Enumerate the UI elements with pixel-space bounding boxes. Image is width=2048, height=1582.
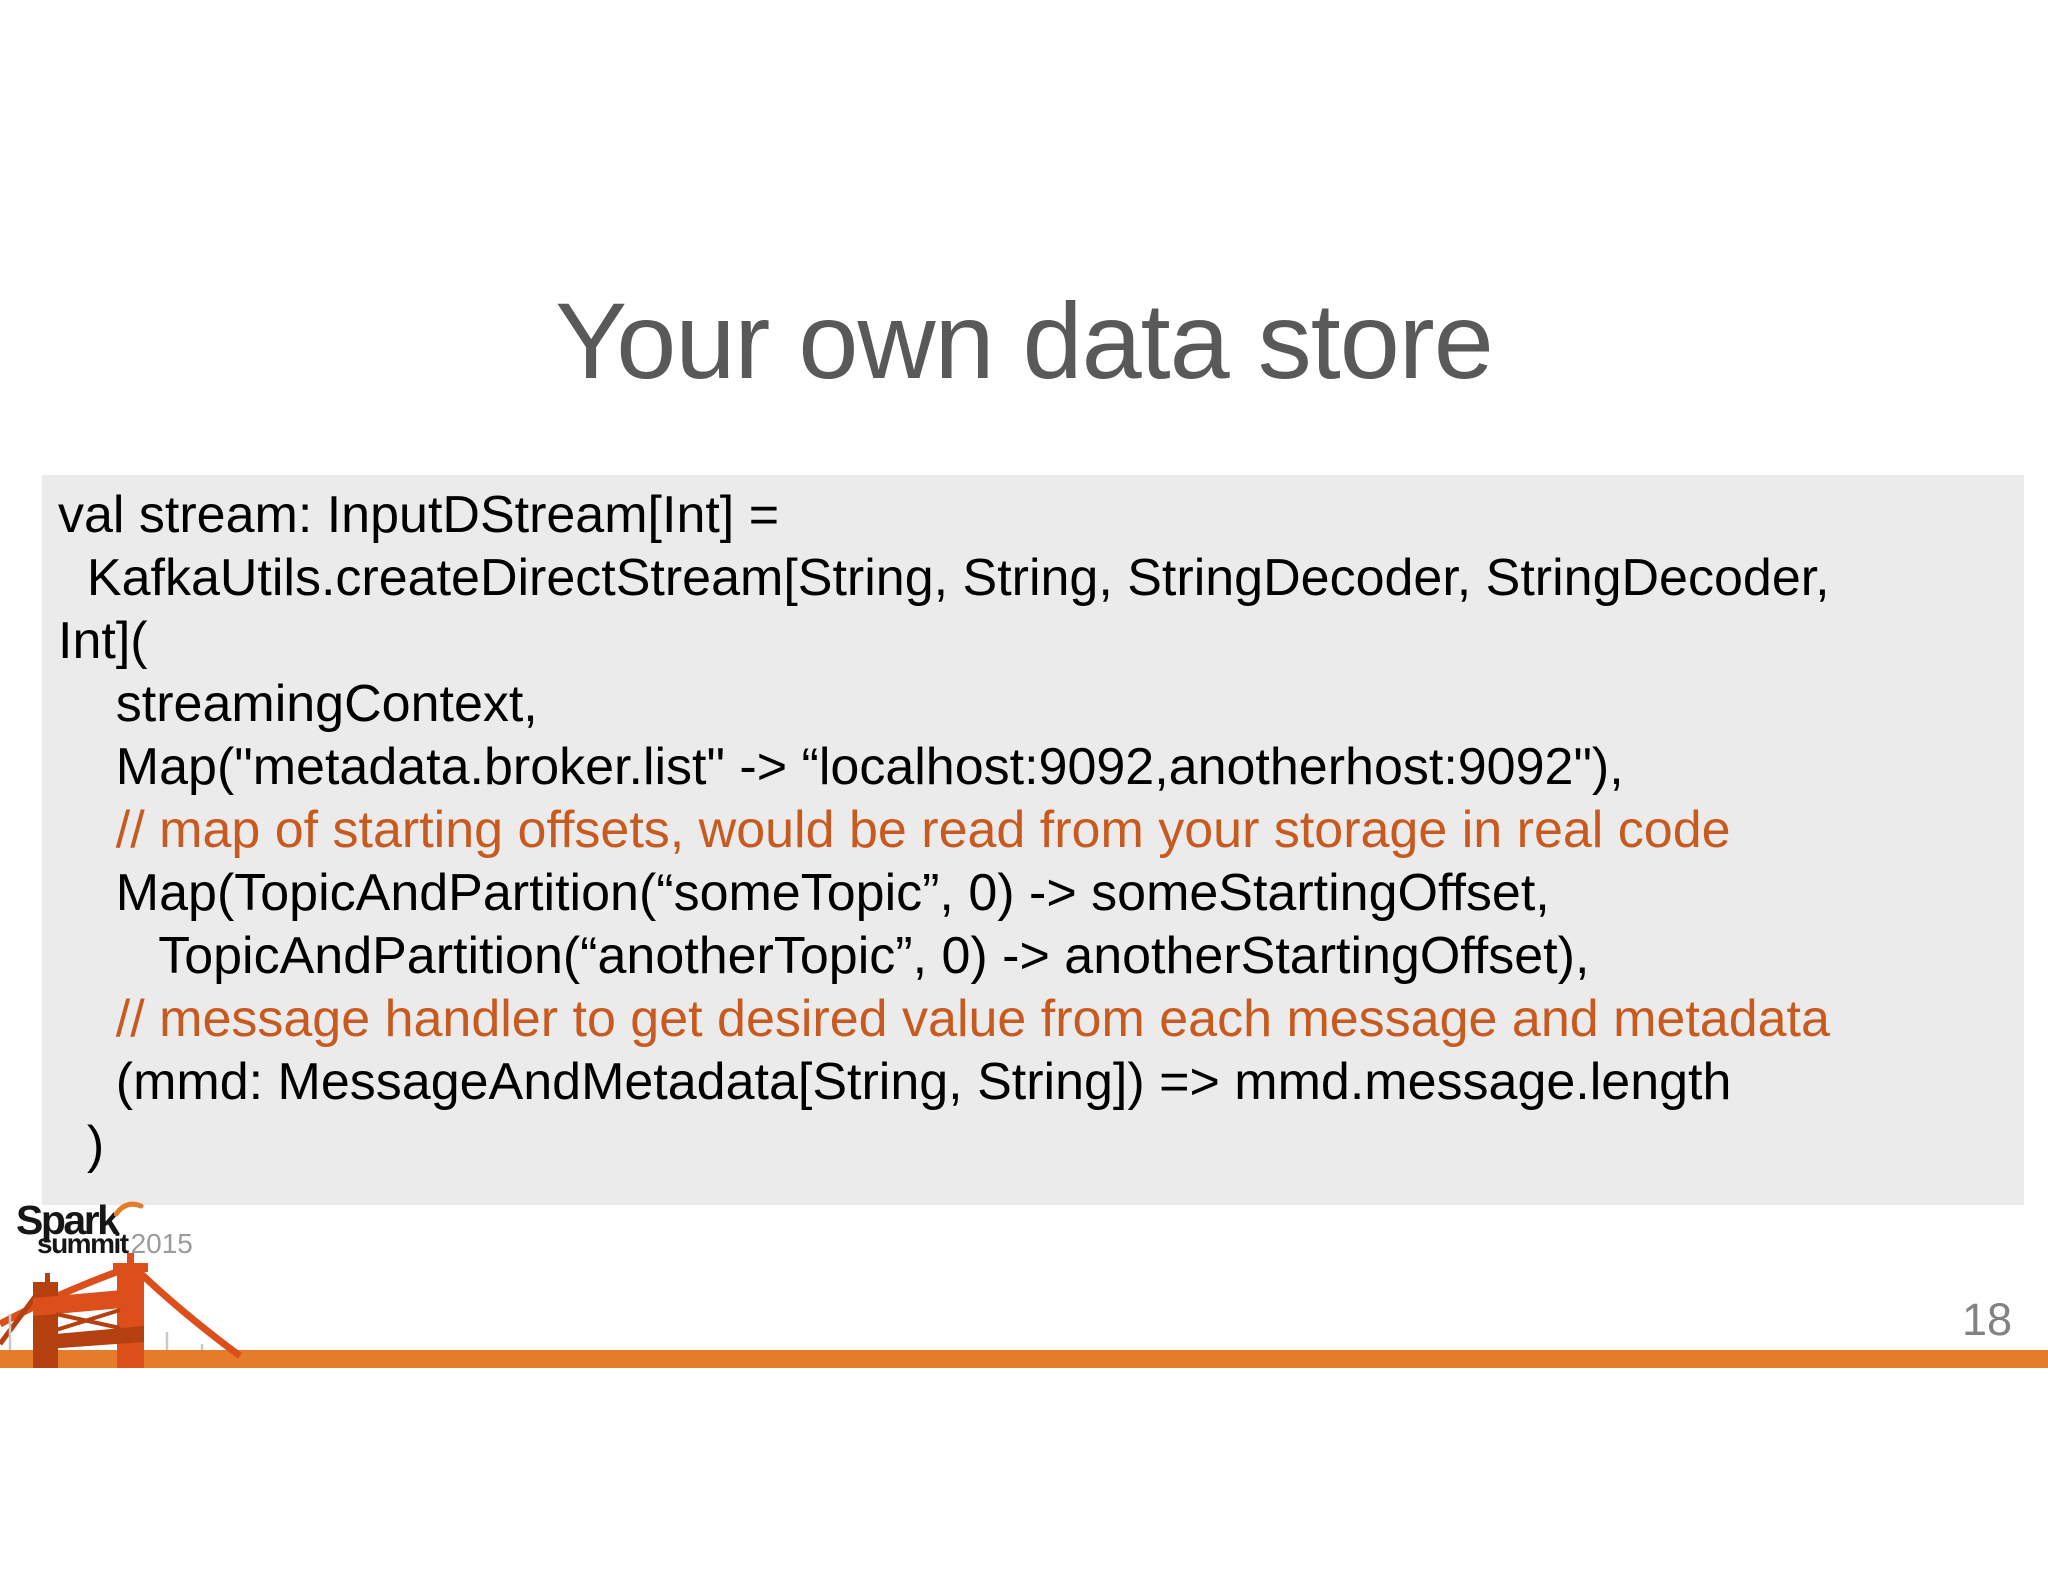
page-number: 18	[1961, 1294, 2012, 1345]
code-line: val stream: InputDStream[Int] =	[58, 486, 780, 544]
code-line: TopicAndPartition(“anotherTopic”, 0) -> …	[58, 927, 1590, 985]
code-line: Int](	[58, 612, 148, 670]
spark-wordmark: Spark	[16, 1197, 120, 1243]
code-line: (mmd: MessageAndMetadata[String, String]…	[58, 1053, 1732, 1111]
summit-wordmark: summit	[37, 1228, 129, 1259]
code-line: Map("metadata.broker.list" -> “localhost…	[58, 738, 1624, 796]
slide-title: Your own data store	[555, 280, 1494, 401]
code-comment-line: // map of starting offsets, would be rea…	[58, 801, 1731, 859]
code-line: Map(TopicAndPartition(“someTopic”, 0) ->…	[58, 864, 1550, 922]
code-block: val stream: InputDStream[Int] = KafkaUti…	[42, 475, 2024, 1205]
footer-accent-bar	[0, 1350, 2048, 1368]
code-line: streamingContext,	[58, 675, 538, 733]
golden-gate-bridge-icon	[0, 1253, 242, 1368]
code-line: )	[58, 1116, 105, 1174]
spark-flame-arc-icon	[114, 1201, 144, 1217]
code-comment-line: // message handler to get desired value …	[58, 990, 1830, 1048]
code-line: KafkaUtils.createDirectStream[String, St…	[58, 549, 1830, 607]
logo-year: 2015	[130, 1228, 193, 1259]
